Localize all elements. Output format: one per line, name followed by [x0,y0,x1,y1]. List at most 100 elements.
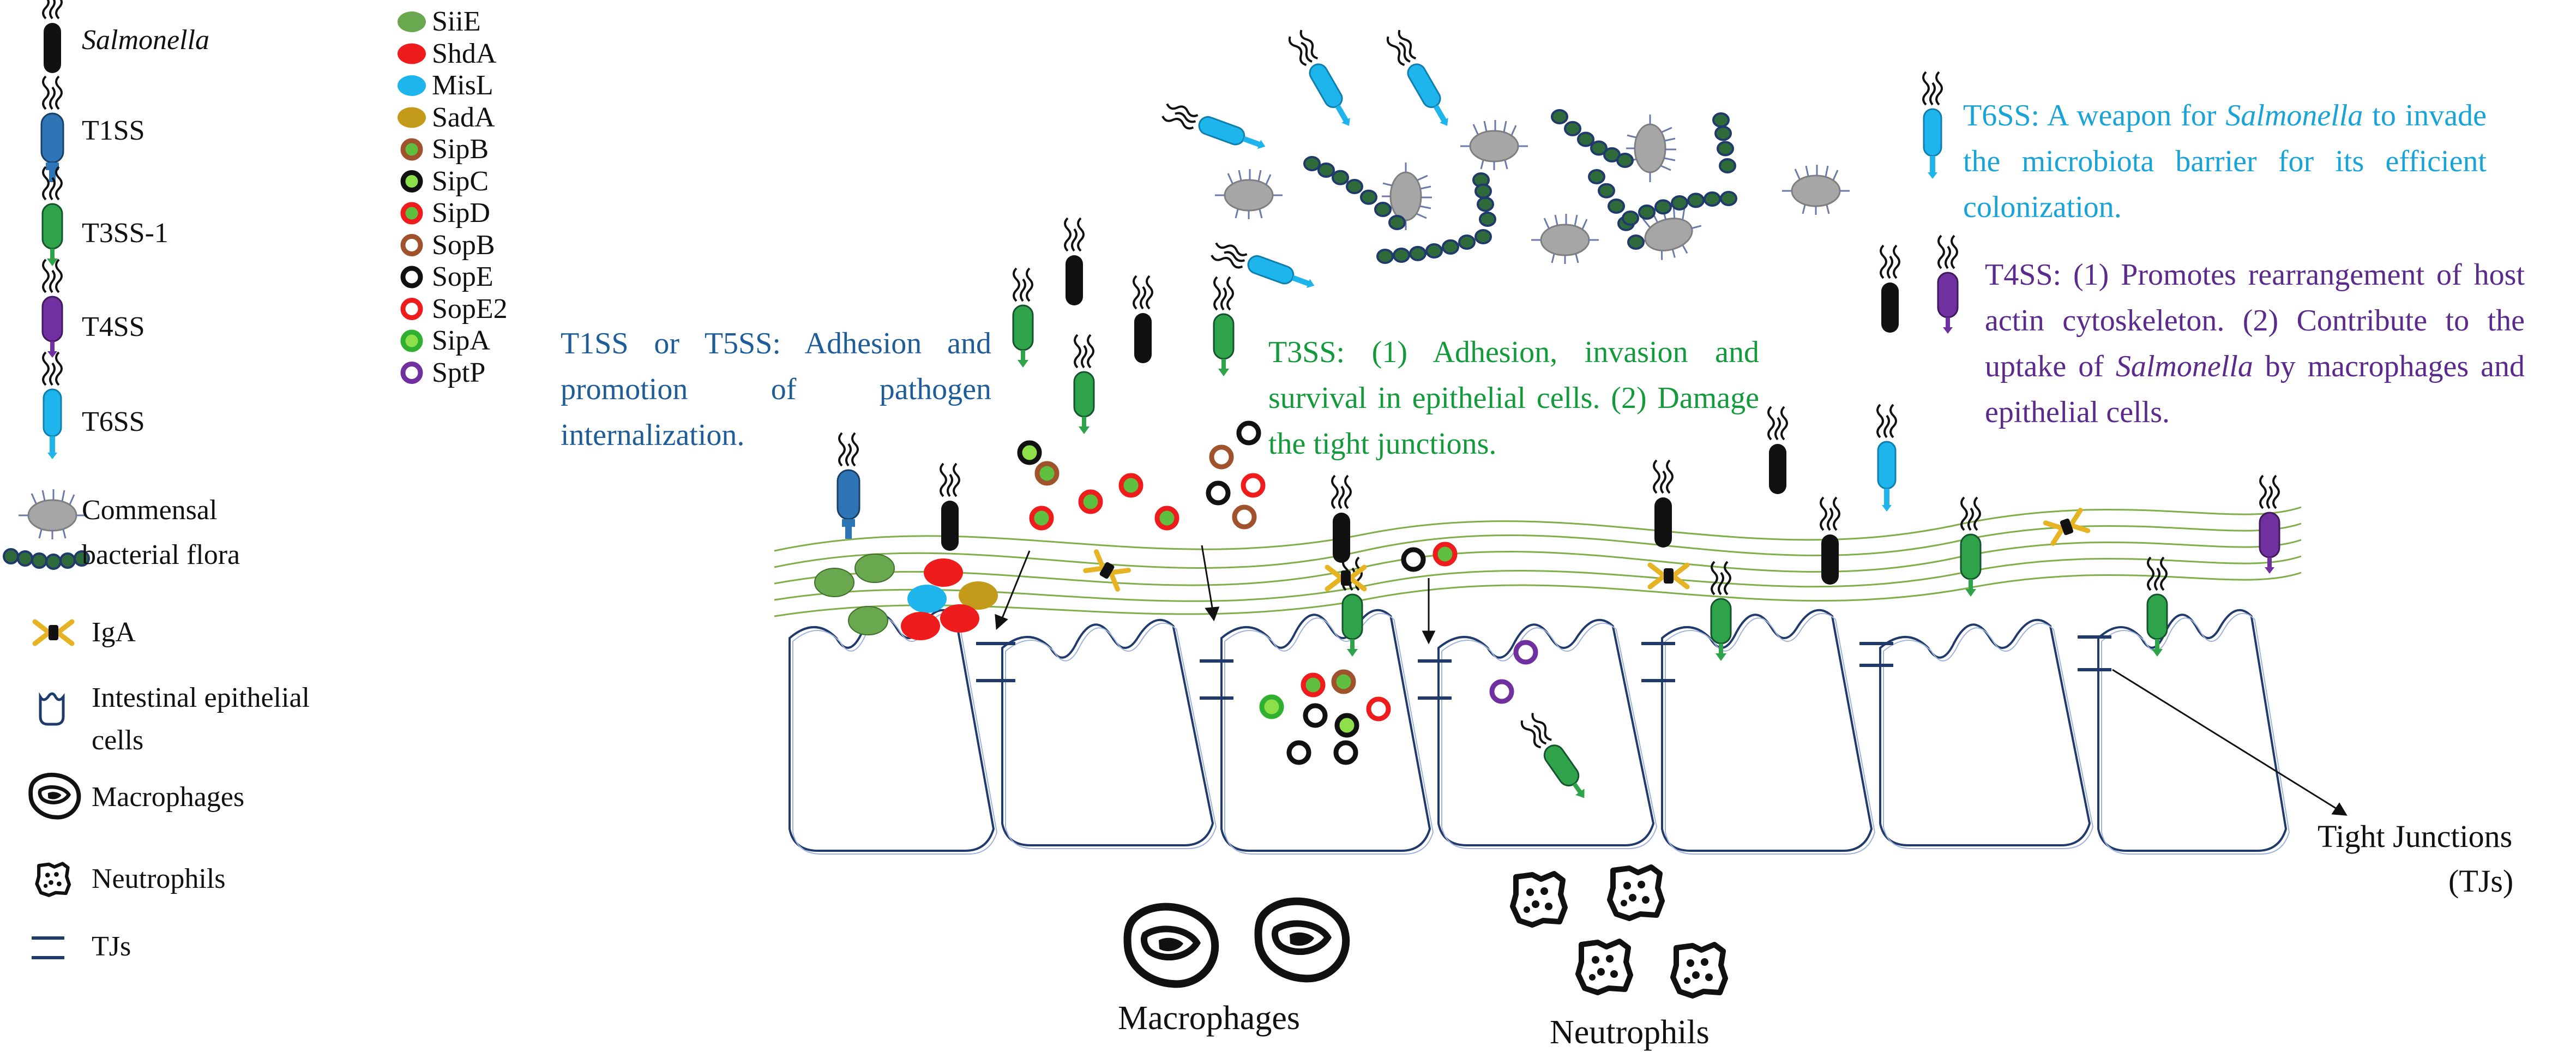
protein-legend-icon-sipd [400,202,423,225]
legend-iec-label-1: Intestinal epithelial [92,682,310,713]
legend-iga-icon [35,622,72,644]
legend-t3ss1-label: T3SS-1 [82,218,168,249]
legend-epithelial-cell-icon [40,694,63,724]
protein-legend-label: SipA [432,325,490,356]
effector-sipd [1433,542,1458,567]
adhesin-cluster [814,554,998,640]
epithelial-cell-outline [1005,622,1217,849]
protein-legend-label: SopB [432,229,495,261]
epithelial-cell-outline [1224,612,1434,855]
effector-sipd [1078,489,1103,514]
legend-macrophages-label: Macrophages [92,782,245,813]
protein-legend-icon-sope [400,266,423,288]
legend-commensal-icon [17,488,87,540]
legend-t4ss-icon [43,260,62,358]
bacterial-chain [1551,109,1634,168]
effector-sipc [1334,713,1359,738]
bacterial-chain [1376,229,1492,264]
protein-legend-label: SopE [432,261,493,292]
arrows [995,545,2348,816]
effector-sope2 [1241,473,1266,498]
protein-legend-label: SipC [432,165,489,197]
epithelial-cell-outline [2101,612,2290,855]
tight-junctions [976,635,2111,700]
bacterial-chain [1303,156,1406,230]
commensal-flora [1214,113,1851,268]
neutrophils-label: Neutrophils [1550,1014,1710,1051]
bacterial-chain [1588,169,1645,250]
legend-t6ss-icon [43,352,62,459]
protein-legend-icon-siie [398,11,426,32]
legend-t1ss-icon [41,76,63,182]
epithelial-cell-outline [1883,622,2094,849]
protein-legend-icon-sipc [400,170,423,193]
legend-neutrophils-label: Neutrophils [92,863,226,894]
effector-sipd [1118,473,1143,498]
effector-sopb [1209,444,1234,470]
legend-iga-label: IgA [92,617,136,648]
effector-sopb [1232,504,1257,530]
protein-legend-label: SipD [432,197,490,229]
protein-legend-icon-shda [398,43,426,64]
protein-legend-icon-sada [398,107,426,128]
effector-proteins [1017,420,1538,765]
bacterial-chains [1303,109,1737,264]
bacterial-chain [1712,112,1736,173]
protein-legend-icon-sipb [400,138,423,161]
effector-sipb [1331,669,1356,694]
annotation-t4ss: T4SS: (1) Promotes rearrangement of host… [1985,258,2525,429]
legend-chain-icon [3,548,90,570]
effector-sope [1333,740,1358,765]
effector-sipa [1259,694,1284,719]
epithelial-cell-outline [1665,612,1876,855]
left-legend [3,0,90,959]
effector-sipd [1029,506,1054,531]
legend-t6ss-label: T6SS [82,406,145,437]
tight-junctions-label-1: Tight Junctions [2318,819,2513,854]
protein-legend-label: ShdA [432,38,497,69]
effector-sope [1236,420,1261,446]
protein-legend-label: SptP [432,357,486,388]
annotation-t1ss-t5ss: T1SS or T5SS: Adhesion and promotion of … [561,327,991,452]
macrophages-label: Macrophages [1118,1000,1300,1037]
legend-iec-label-2: cells [92,725,144,756]
effector-sipb [1034,461,1060,486]
effector-sipc [1017,440,1042,465]
bacterial-chain [1622,191,1737,226]
protein-legend-icon-sopb [400,234,423,256]
protein-legend [398,11,426,384]
legend-macrophage-icon [31,775,79,817]
annotation-t6ss: T6SS: A weapon for Salmonella to invade … [1963,99,2487,224]
protein-legend-label: SopE2 [432,293,508,324]
protein-legend-icon-misl [398,75,426,96]
protein-legend-icon-sptp [400,362,423,384]
epithelial-cell-outline [792,612,998,855]
protein-legend-icon-sope2 [400,298,423,320]
macrophage-group [1128,901,1346,984]
epithelial-cell-outline [1441,622,1658,849]
protein-legend-label: SipB [432,134,489,165]
bacterial-chain [1472,172,1496,227]
effector-sope [1401,547,1426,572]
effector-sope [1206,480,1231,506]
mucus-layer [774,506,2302,617]
protein-legend-label: MisL [432,70,493,101]
legend-salmonella-icon [43,0,62,73]
effector-sope [1286,740,1311,765]
tight-junctions-label-2: (TJs) [2448,863,2514,899]
epithelial-cell [2097,609,2288,852]
legend-tjs-label: TJs [92,931,131,962]
epithelial-layer [789,609,2290,855]
effector-sope2 [1366,696,1391,722]
legend-tj-icon [32,936,64,959]
effector-sipd [1301,672,1326,698]
legend-t4ss-label: T4SS [82,311,145,342]
legend-salmonella-label: Salmonella [82,25,209,56]
protein-legend-icon-sipa [400,329,423,352]
legend-neutrophil-icon [37,863,69,895]
effector-sptp [1489,679,1514,704]
effector-sope [1303,703,1328,728]
effector-sptp [1513,640,1538,665]
epithelial-cell [789,609,995,852]
